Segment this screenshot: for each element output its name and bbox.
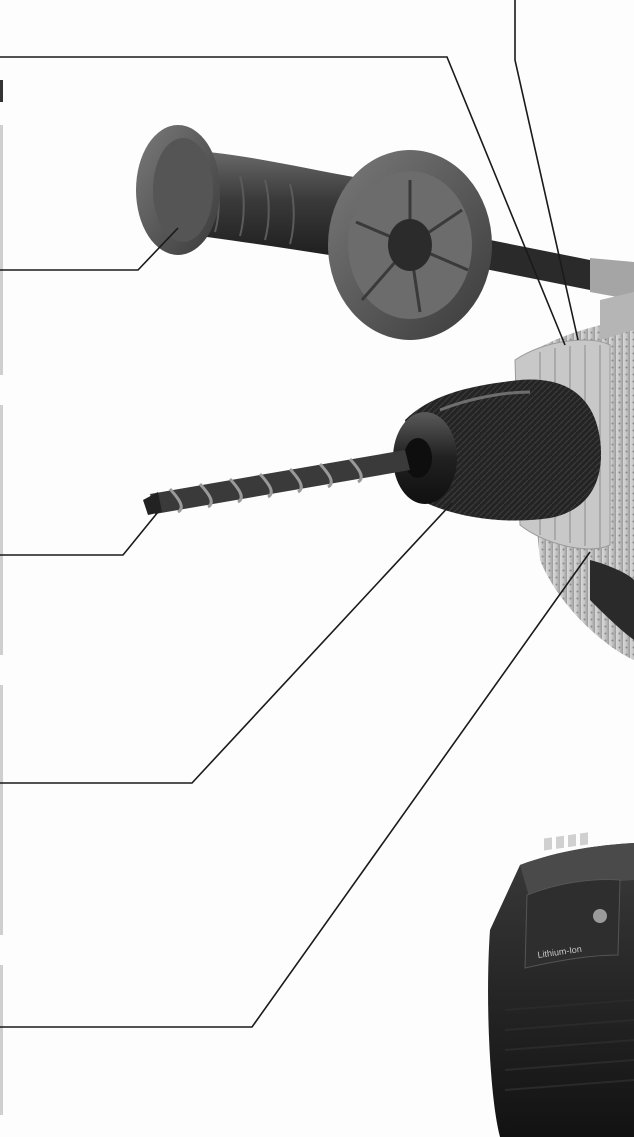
battery-pack: Lithium-Ion [488, 832, 634, 1137]
battery-charge-indicator [544, 832, 588, 850]
battery-check-button [593, 909, 607, 923]
leader-line-drill-bit [0, 512, 158, 555]
side-handle [136, 125, 634, 340]
keyless-chuck [393, 380, 601, 521]
leader-line-chuck [0, 503, 452, 783]
chuck-jaw-opening [404, 438, 432, 478]
drill-bit-body [150, 450, 410, 514]
side-handle-hub [388, 219, 432, 271]
leader-line-housing-top [515, 0, 578, 340]
drill-bit [143, 450, 410, 515]
side-handle-end-cap-face [153, 138, 213, 242]
